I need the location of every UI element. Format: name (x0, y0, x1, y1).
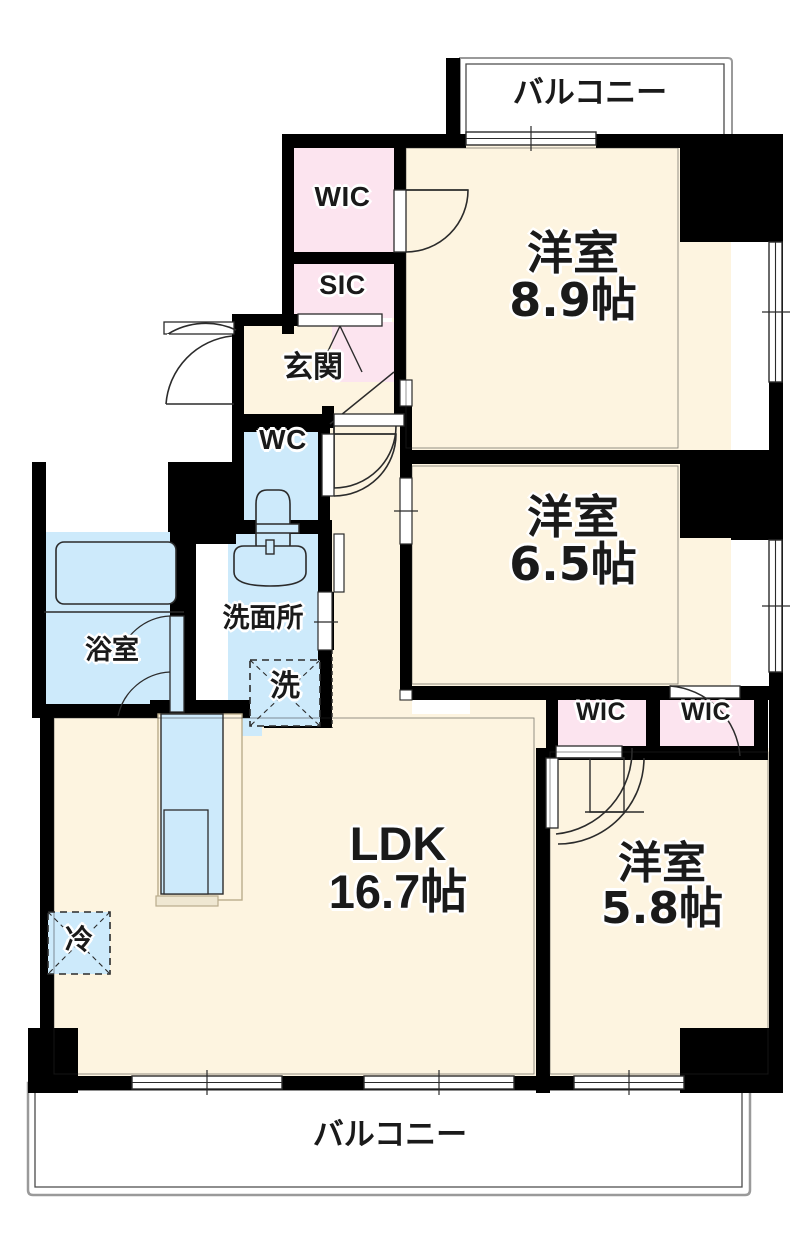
kitchen-sink (163, 809, 209, 895)
doors (117, 189, 741, 845)
fill-wic-left (556, 692, 646, 748)
bathtub (44, 541, 184, 613)
door-wic-right (669, 685, 741, 757)
window-right-89 (762, 241, 790, 383)
opening-washroom (333, 533, 345, 593)
door-washroom (314, 591, 338, 651)
window-right-65 (762, 539, 790, 673)
window-left-bath (46, 462, 168, 532)
door-entrance (163, 321, 237, 406)
windows (46, 126, 790, 1095)
closet-fills (290, 148, 754, 748)
fridge-space-box (47, 911, 111, 975)
kitchen-counter (155, 713, 243, 907)
fill-sic-lower (332, 322, 394, 382)
window-bottom-ldk-1 (131, 1070, 283, 1095)
fill-wic-top (290, 148, 395, 252)
door-room58 (545, 747, 633, 835)
balcony-bottom-outline (26, 1081, 752, 1197)
window-top-balcony (465, 126, 597, 151)
door-bathroom (117, 615, 185, 717)
window-bottom-room58 (573, 1070, 685, 1095)
opening-room65-lower (399, 689, 413, 701)
door-wc (321, 433, 397, 497)
fill-wic-right (658, 692, 754, 748)
fill-sic (290, 262, 395, 318)
opening-sic (297, 313, 383, 373)
vanity-sink (233, 539, 307, 587)
balcony-top-outline (459, 57, 733, 143)
washer-space-box (249, 659, 321, 727)
interior-outlines (53, 147, 769, 1075)
window-bottom-ldk-2 (363, 1070, 515, 1095)
